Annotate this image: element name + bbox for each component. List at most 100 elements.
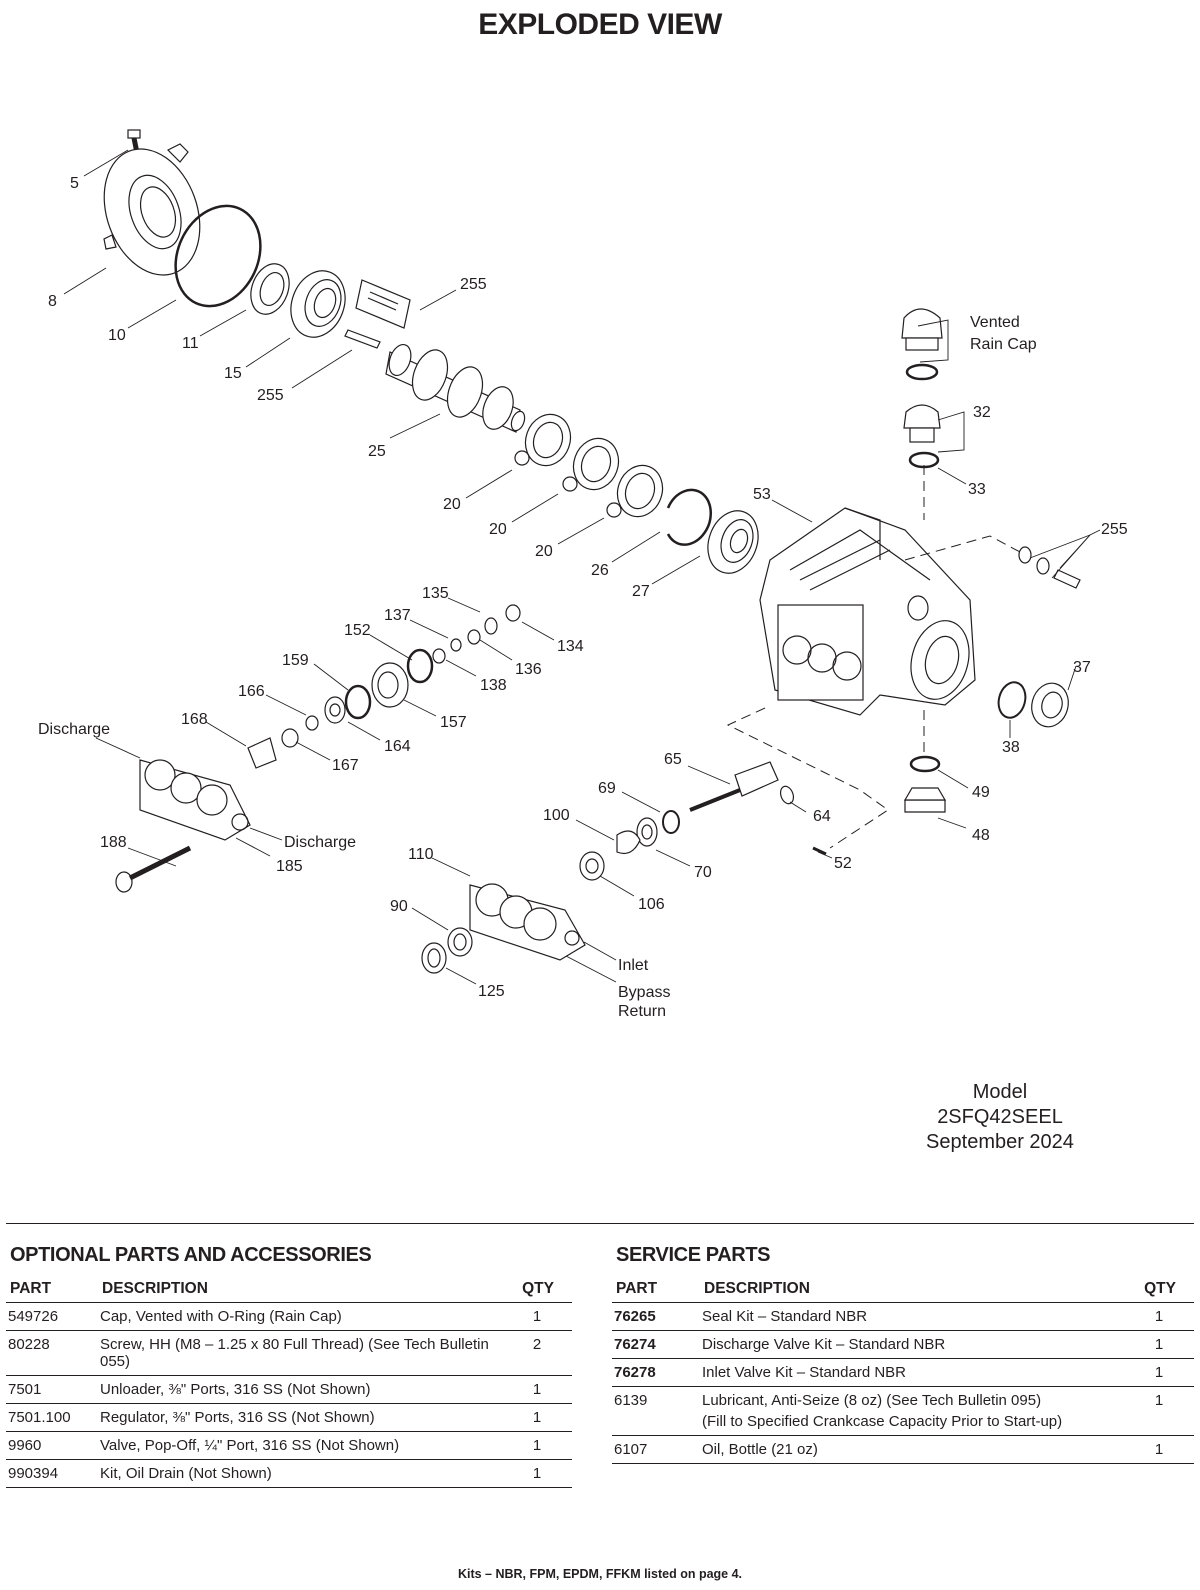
callout-135: 135 <box>422 585 449 602</box>
part-bolt-188 <box>115 845 192 893</box>
callout-125: 125 <box>478 983 505 1000</box>
callout-255-bolt: 255 <box>1101 521 1128 538</box>
part-qty: 1 <box>1126 1386 1194 1436</box>
part-description: Discharge Valve Kit – Standard NBR <box>700 1330 1126 1359</box>
part-crankshaft-25 <box>385 343 526 433</box>
part-vented-rain-cap <box>901 308 943 381</box>
part-description: Screw, HH (M8 – 1.25 x 80 Full Thread) (… <box>98 1330 504 1376</box>
part-description-line: Discharge Valve Kit – Standard NBR <box>702 1336 946 1353</box>
part-number: 76274 <box>612 1330 700 1359</box>
footer-note: Kits – NBR, FPM, EPDM, FFKM listed on pa… <box>457 1567 743 1581</box>
col-description: DESCRIPTION <box>700 1277 1126 1303</box>
callout-inlet: Inlet <box>618 957 649 974</box>
part-description: Inlet Valve Kit – Standard NBR <box>700 1358 1126 1387</box>
part-plunger-seals <box>579 810 680 881</box>
part-number: 549726 <box>6 1302 98 1331</box>
callout-32: 32 <box>973 404 991 421</box>
exploded-view-diagram: 5 8 10 11 15 255 255 25 20 20 20 26 27 5… <box>38 129 1128 1020</box>
callout-27: 27 <box>632 583 650 600</box>
page-title: EXPLODED VIEW <box>478 8 722 41</box>
callout-leader-lines <box>63 149 1101 985</box>
part-description-line: Lubricant, Anti-Seize (8 oz) (See Tech B… <box>702 1392 1042 1409</box>
part-qty: 1 <box>1126 1302 1194 1331</box>
callout-52: 52 <box>834 855 852 872</box>
callout-166: 166 <box>238 683 265 700</box>
callout-bypass: Bypass <box>618 984 670 1001</box>
callout-134: 134 <box>557 638 584 655</box>
part-plug-37 <box>997 681 1069 728</box>
callout-49: 49 <box>972 784 990 801</box>
part-qty: 1 <box>504 1459 572 1488</box>
callout-100: 100 <box>543 807 570 824</box>
part-number: 9960 <box>6 1431 98 1460</box>
callout-11: 11 <box>182 335 199 352</box>
callout-vented: Vented <box>970 314 1020 331</box>
callout-10: 10 <box>108 327 126 344</box>
part-inlet-valves-90-125 <box>421 927 473 974</box>
callout-20-a: 20 <box>443 496 461 513</box>
callout-return: Return <box>618 1003 666 1020</box>
part-number: 7501.100 <box>6 1403 98 1432</box>
callout-152: 152 <box>344 622 371 639</box>
callout-20-b: 20 <box>489 521 507 538</box>
callout-33: 33 <box>968 481 986 498</box>
part-washer-bolt-255 <box>1018 546 1081 589</box>
part-number: 80228 <box>6 1330 98 1376</box>
part-bearing-15 <box>290 270 346 338</box>
col-part: PART <box>6 1277 98 1303</box>
model-label: Model <box>972 1081 1028 1103</box>
model-date: September 2024 <box>926 1131 1074 1153</box>
part-label-plate-255 <box>355 279 411 329</box>
table-header-row: PART DESCRIPTION QTY <box>612 1277 1194 1303</box>
callout-25: 25 <box>368 443 386 460</box>
callout-8: 8 <box>48 293 57 310</box>
diagram-parts <box>63 129 1101 985</box>
part-description: Oil, Bottle (21 oz) <box>700 1435 1126 1464</box>
part-oil-seal-11 <box>250 263 290 315</box>
part-qty: 1 <box>504 1375 572 1404</box>
part-discharge-valve-assembly <box>247 604 521 769</box>
service-parts-section: SERVICE PARTS PART DESCRIPTION QTY 76265… <box>612 1244 1194 1464</box>
callout-185: 185 <box>276 858 303 875</box>
callout-15: 15 <box>224 365 242 382</box>
part-plunger-65 <box>689 761 827 856</box>
part-number: 6139 <box>612 1386 700 1436</box>
part-description: Unloader, ⅜" Ports, 316 SS (Not Shown) <box>98 1375 504 1404</box>
callout-labels: 5 8 10 11 15 255 255 25 20 20 20 26 27 5… <box>38 175 1128 1020</box>
part-description: Regulator, ⅜" Ports, 316 SS (Not Shown) <box>98 1403 504 1432</box>
callout-65: 65 <box>664 751 682 768</box>
callout-159: 159 <box>282 652 309 669</box>
col-description: DESCRIPTION <box>98 1277 504 1303</box>
part-description: Kit, Oil Drain (Not Shown) <box>98 1459 504 1488</box>
part-number: 6107 <box>612 1435 700 1464</box>
callout-90: 90 <box>390 898 408 915</box>
model-number: 2SFQ42SEEL <box>937 1106 1063 1128</box>
part-discharge-manifold-185 <box>139 759 251 841</box>
callout-70: 70 <box>694 864 712 881</box>
callout-rain-cap: Rain Cap <box>970 336 1037 353</box>
table-header-row: PART DESCRIPTION QTY <box>6 1277 572 1303</box>
callout-168: 168 <box>181 711 208 728</box>
part-description: Seal Kit – Standard NBR <box>700 1302 1126 1331</box>
callout-discharge-top: Discharge <box>38 721 110 738</box>
callout-255-plate: 255 <box>460 276 487 293</box>
part-description-line: Oil, Bottle (21 oz) <box>702 1441 818 1458</box>
callout-136: 136 <box>515 661 542 678</box>
optional-parts-section: OPTIONAL PARTS AND ACCESSORIES PART DESC… <box>6 1244 572 1488</box>
part-bearing-cover-8 <box>103 143 201 276</box>
part-qty: 2 <box>504 1330 572 1376</box>
part-connecting-rods-20 <box>514 413 664 518</box>
callout-20-c: 20 <box>535 543 553 560</box>
callout-138: 138 <box>480 677 507 694</box>
part-qty: 1 <box>504 1403 572 1432</box>
